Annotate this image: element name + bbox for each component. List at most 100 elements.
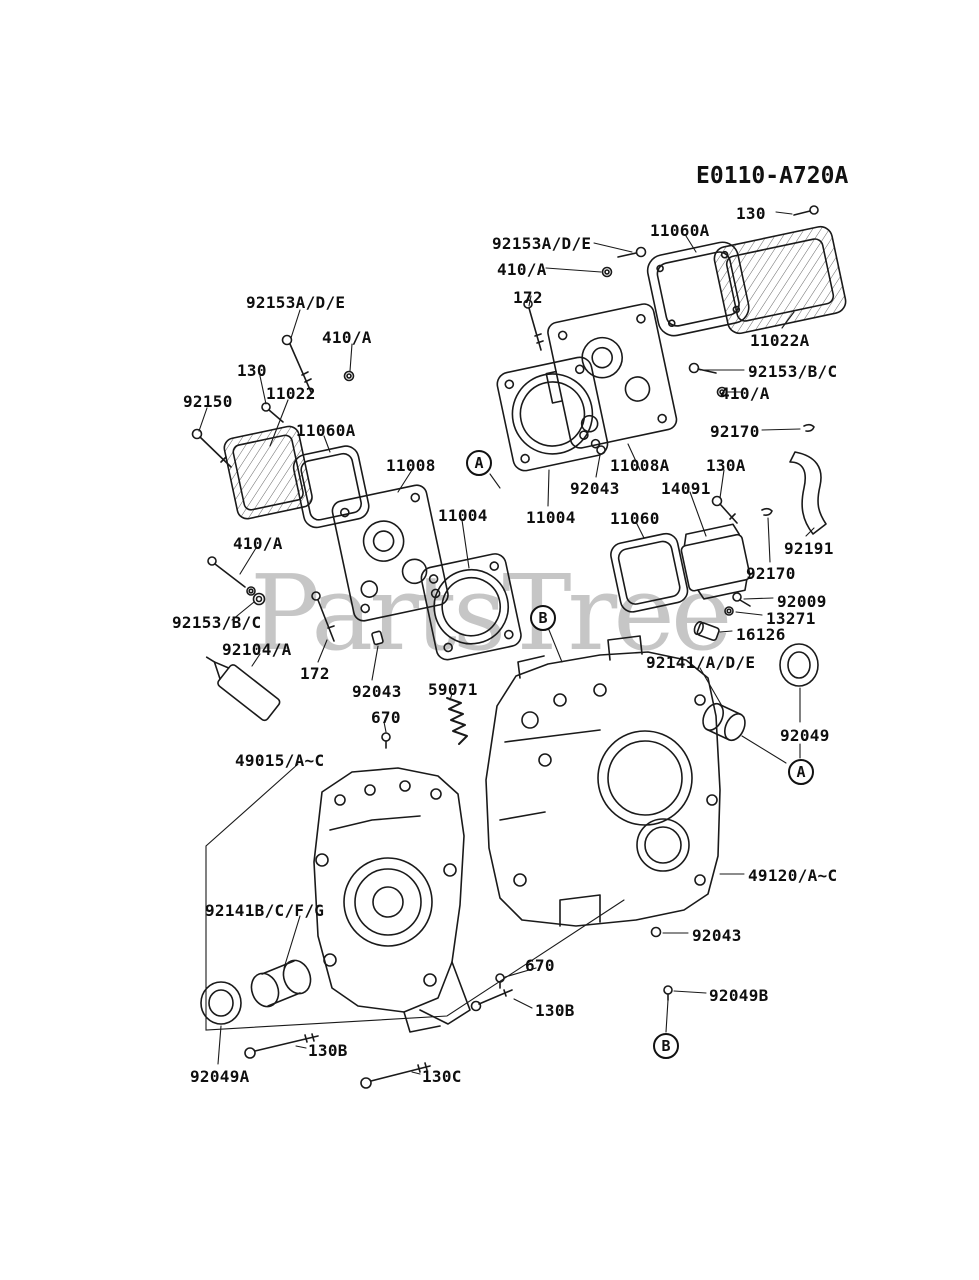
part-label: 410/A <box>322 328 372 347</box>
part-label: 92049A <box>190 1067 250 1086</box>
part-label: 59071 <box>428 680 478 699</box>
bolt-130-top-right <box>793 205 819 216</box>
plug-92049B <box>663 985 673 1001</box>
callout-a-right: A <box>788 759 814 785</box>
bolt-130B-right <box>470 989 513 1012</box>
nut-92153bc-left <box>252 592 266 606</box>
part-label: 92049B <box>709 986 769 1005</box>
screw-92153-right <box>617 246 647 258</box>
bolt-130B-left <box>244 1033 319 1059</box>
clip-92170-right <box>803 423 815 432</box>
washer-410-right-bottom <box>716 386 728 398</box>
plug-16126 <box>693 621 720 642</box>
dowel-92043-bottom <box>650 926 662 938</box>
bolt-92153bc-right <box>688 362 717 374</box>
part-label: 130A <box>706 456 746 475</box>
oil-seal-92049A <box>200 981 242 1025</box>
cylinder-head-left <box>331 484 449 622</box>
oil-seal-92049 <box>779 643 819 687</box>
part-label: 130 <box>237 361 267 380</box>
part-label: 11008A <box>610 456 670 475</box>
part-label: 14091 <box>661 479 711 498</box>
sealant-tube-92104 <box>205 656 281 722</box>
part-label: 130C <box>422 1067 462 1086</box>
part-label: 11004 <box>526 508 576 527</box>
part-label: 92043 <box>692 926 742 945</box>
part-label: 11004 <box>438 506 488 525</box>
part-label: 92104/A <box>222 640 292 659</box>
washer-13271 <box>724 606 734 616</box>
breather-cover-14091 <box>680 523 751 600</box>
part-label: 92150 <box>183 392 233 411</box>
gasket-11060 <box>610 532 689 613</box>
part-label: 11008 <box>386 456 436 475</box>
leader-lines <box>198 211 815 1075</box>
part-label: 92170 <box>746 564 796 583</box>
part-label: 13271 <box>766 609 816 628</box>
cylinder-gasket-right <box>496 356 609 472</box>
valve-cover-right <box>713 225 847 335</box>
part-label: 172 <box>513 288 543 307</box>
callout-a-top: A <box>466 450 492 476</box>
bushing-92141 <box>702 702 746 742</box>
diagram-code: E0110-A720A <box>696 163 849 189</box>
part-label: 410/A <box>497 260 547 279</box>
part-label: 92043 <box>352 682 402 701</box>
part-label: 670 <box>371 708 401 727</box>
part-label: 49015/A~C <box>235 751 325 770</box>
part-label: 130B <box>308 1041 348 1060</box>
cylinder-gasket-left <box>420 553 522 661</box>
part-label: 92153/B/C <box>172 613 262 632</box>
watermark: PartsTree <box>250 552 732 674</box>
part-label: 670 <box>525 956 555 975</box>
part-label: 92153A/D/E <box>246 293 346 312</box>
part-label: 11022A <box>750 331 810 350</box>
washer-410-left-top <box>343 370 355 382</box>
valve-cover-gasket-left <box>292 445 370 529</box>
stud-410-left-bottom <box>207 556 256 596</box>
part-label: 92141/A/D/E <box>646 653 756 672</box>
part-label: 11060 <box>610 509 660 528</box>
washer-410-right-top <box>601 266 613 278</box>
plug-670-left <box>381 732 391 749</box>
part-label: 92043 <box>570 479 620 498</box>
part-label: 172 <box>300 664 330 683</box>
part-label: 410/A <box>720 384 770 403</box>
bearing-bushing-left <box>250 959 312 1008</box>
bolt-130C <box>360 1062 431 1089</box>
cylinder-head-right <box>545 303 678 449</box>
dowel-92043-right-head <box>596 445 606 455</box>
breather-tube-92191 <box>789 451 827 535</box>
part-label: 11060A <box>650 221 710 240</box>
part-label: 92049 <box>780 726 830 745</box>
part-label: 92009 <box>777 592 827 611</box>
part-label: 16126 <box>736 625 786 644</box>
crankcase-cover-left <box>313 767 471 1033</box>
part-label: 11022 <box>266 384 316 403</box>
stud-92153ade-left <box>281 334 312 393</box>
part-label: 11060A <box>296 421 356 440</box>
part-label: 92153/B/C <box>748 362 838 381</box>
valve-cover-gasket-right <box>646 241 750 337</box>
valve-cover-left <box>223 425 313 520</box>
clip-92170-center <box>761 507 773 516</box>
part-label: 130B <box>535 1001 575 1020</box>
callout-b-bottom: B <box>653 1033 679 1059</box>
part-label: 92191 <box>784 539 834 558</box>
part-label: 92153A/D/E <box>492 234 592 253</box>
part-label: 92141B/C/F/G <box>205 901 325 920</box>
stud-172-left <box>311 591 335 642</box>
bolt-130A <box>711 495 738 524</box>
bolt-130-left <box>261 402 284 423</box>
dowel-92043-left <box>371 630 384 646</box>
screw-92009 <box>732 592 751 607</box>
part-label: 49120/A~C <box>748 866 838 885</box>
part-label: 410/A <box>233 534 283 553</box>
callout-b-top: B <box>530 605 556 631</box>
spring-59071 <box>446 697 468 745</box>
crankcase-right-half <box>485 635 721 927</box>
stud-172-right <box>523 299 544 351</box>
part-label: 92170 <box>710 422 760 441</box>
